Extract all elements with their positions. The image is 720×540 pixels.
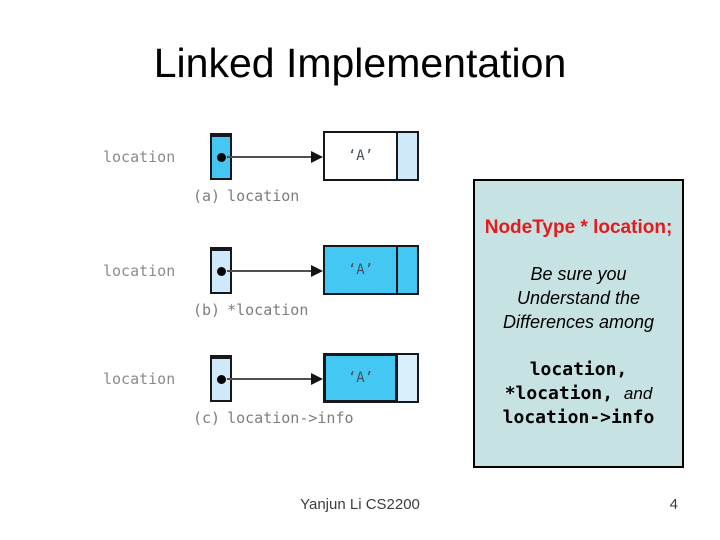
diagram-row-a: location ‘A’ (a) location: [0, 131, 470, 217]
code-term-location: location,: [529, 359, 628, 380]
caption-code: *location: [227, 301, 309, 319]
node-box: ‘A’: [323, 245, 419, 295]
pointer-dot: [216, 267, 226, 276]
node-box: ‘A’: [323, 353, 419, 403]
node-info-cell: ‘A’: [325, 247, 396, 293]
pointer-variable-label: location: [103, 370, 176, 388]
diagram-row-b: location ‘A’ (b) *location: [0, 245, 470, 331]
footer-author: Yanjun Li CS2200: [300, 496, 420, 513]
code-term-deref-code: *location: [504, 383, 603, 404]
note-line: Understand the: [516, 288, 641, 308]
and-word: and: [623, 384, 653, 403]
note-panel: NodeType * location; Be sure you Underst…: [473, 179, 684, 468]
pointer-variable-label: location: [103, 262, 176, 280]
diagram-row-c: location ‘A’ (c) location->info: [0, 353, 470, 439]
node-next-cell: [396, 133, 417, 179]
code-term-info: location->info: [502, 407, 655, 428]
note-line: Be sure you: [530, 264, 627, 284]
caption-code: location: [227, 187, 300, 205]
caption-code: location->info: [227, 409, 354, 427]
code-term-deref: *location, and: [475, 382, 682, 406]
note-line: Differences among: [502, 312, 655, 332]
pointer-dot: [216, 153, 226, 162]
pointer-variable-label: location: [103, 148, 176, 166]
caption-prefix: (c): [193, 409, 221, 427]
note-text: Be sure you Understand the Differences a…: [475, 262, 682, 334]
node-next-cell: [396, 355, 417, 401]
node-box: ‘A’: [323, 131, 419, 181]
node-value: ‘A’: [347, 262, 374, 278]
diagram-caption-b: (b) *location: [193, 301, 308, 319]
diagram-caption-c: (c) location->info: [193, 409, 354, 427]
node-info-cell: ‘A’: [325, 133, 396, 179]
pointer-arrow: [227, 265, 323, 277]
diagram-caption-a: (a) location: [193, 187, 299, 205]
pointer-dot: [216, 375, 226, 384]
page-number: 4: [669, 496, 678, 513]
code-terms: location, *location, and location->info: [475, 358, 682, 430]
caption-prefix: (b): [193, 301, 221, 319]
slide-title: Linked Implementation: [153, 40, 567, 86]
caption-prefix: (a): [193, 187, 221, 205]
node-info-cell: ‘A’: [325, 355, 396, 401]
pointer-arrow: [227, 373, 323, 385]
node-value: ‘A’: [347, 370, 374, 386]
node-next-cell: [396, 247, 417, 293]
pointer-arrow: [227, 151, 323, 163]
node-value: ‘A’: [347, 148, 374, 164]
declaration-text: NodeType * location;: [484, 217, 673, 238]
code-term-separator: ,: [602, 383, 624, 404]
